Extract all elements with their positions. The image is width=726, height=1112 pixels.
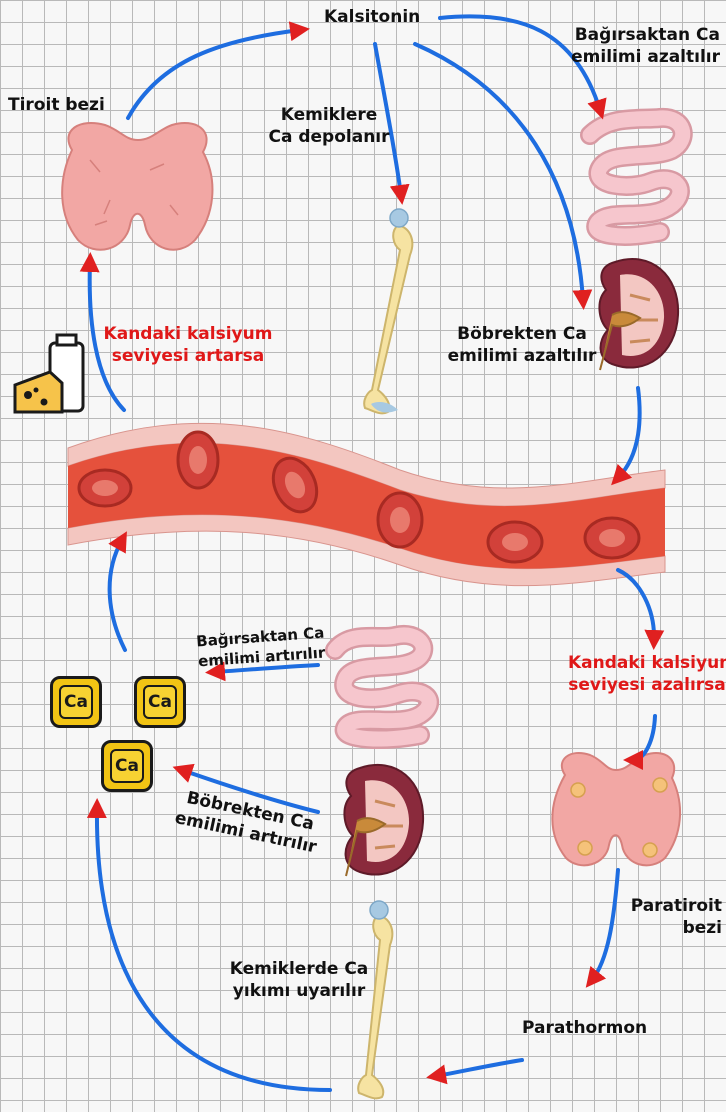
calcium-icon: Ca <box>101 740 153 792</box>
parathyroid-gland-icon <box>552 753 680 865</box>
milk-cheese-icon <box>15 335 83 412</box>
intestine-icon <box>335 635 429 739</box>
label-parathormon: Parathormon <box>522 1017 647 1039</box>
calcium-icon: Ca <box>134 676 186 728</box>
label-paratiroit-bezi: Paratiroit bezi <box>610 895 722 939</box>
red-blood-cell <box>79 470 131 506</box>
label-kemiklere-ca: Kemiklere Ca depolanır <box>258 104 400 148</box>
label-kemik-yikim: Kemiklerde Ca yıkımı uyarılır <box>226 958 372 1002</box>
label-kan-artarsa: Kandaki kalsiyum seviyesi artarsa <box>98 323 278 367</box>
label-tiroit-bezi: Tiroit bezi <box>8 94 105 116</box>
bone-icon <box>364 209 412 413</box>
label-kalsitonin: Kalsitonin <box>324 6 420 28</box>
label-kan-azalirsa: Kandaki kalsiyum seviyesi azalırsa <box>568 652 726 696</box>
thyroid-gland-icon <box>62 123 212 250</box>
label-bagirsak-azaltilir: Bağırsaktan Ca emilimi azaltılır <box>560 24 720 68</box>
kidney-icon <box>599 259 678 370</box>
red-blood-cell <box>378 493 422 547</box>
label-bobrek-azaltilir: Böbrekten Ca emilimi azaltılır <box>446 323 598 367</box>
calcium-icon: Ca <box>50 676 102 728</box>
kidney-icon <box>344 765 423 876</box>
intestine-icon <box>590 118 683 236</box>
red-blood-cell <box>178 432 218 488</box>
red-blood-cell <box>585 518 639 558</box>
red-blood-cell <box>488 522 542 562</box>
blood-vessel <box>68 423 665 585</box>
